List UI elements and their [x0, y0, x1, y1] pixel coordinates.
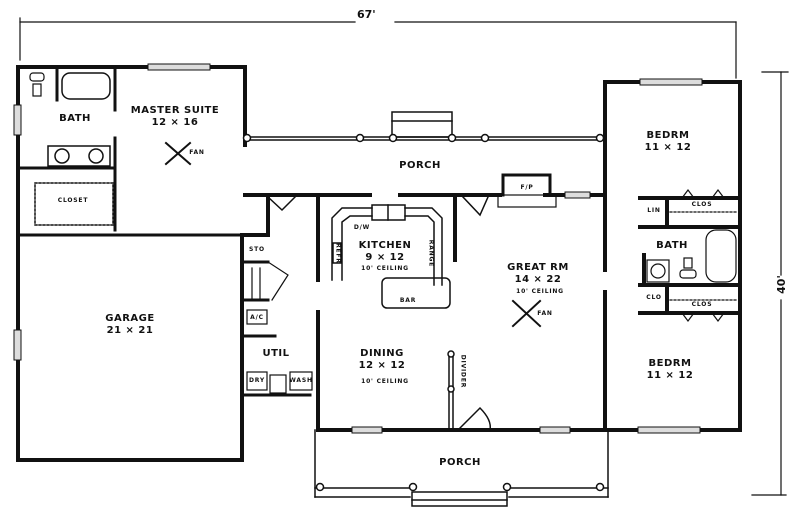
- hall-bath-label: BATH: [656, 240, 688, 251]
- front-porch-label: PORCH: [439, 457, 481, 468]
- front-porch-outline: [314, 429, 609, 507]
- fan-icon-master: [164, 141, 192, 166]
- dimension-depth: [751, 71, 789, 496]
- dining-label: DINING 12 × 12: [358, 348, 406, 371]
- bedroom-2-label: BEDRM 11 × 12: [646, 358, 694, 381]
- closet-lower-label: CLOS: [691, 301, 713, 308]
- great-room-fan-label: FAN: [537, 310, 553, 317]
- kitchen-ceiling-label: 10' CEILING: [361, 265, 409, 272]
- bar-label: BAR: [399, 297, 417, 304]
- ac-label: A/C: [250, 314, 264, 321]
- dimension-width: [19, 17, 737, 79]
- range-label: RANGE: [427, 239, 435, 268]
- garage-label: GARAGE 21 × 21: [105, 313, 155, 336]
- master-fan-label: FAN: [189, 149, 205, 156]
- rear-porch-outline: [242, 111, 605, 143]
- kitchen-label: KITCHEN 9 × 12: [358, 240, 412, 263]
- linen-closet-label: LIN: [647, 207, 661, 214]
- dryer-label: DRY: [248, 377, 266, 384]
- master-bath-label: BATH: [59, 113, 91, 124]
- overall-width-label: 67': [357, 8, 376, 21]
- overall-depth-label: 40': [774, 275, 788, 294]
- fireplace-label: F/P: [520, 184, 534, 191]
- refrigerator-label: REFR: [334, 243, 342, 264]
- washer-label: WASH: [289, 377, 313, 384]
- dining-divider: [447, 350, 455, 429]
- storage-label: STO: [249, 246, 265, 253]
- fireplace: [501, 173, 552, 197]
- great-room-label: GREAT RM 14 × 22: [507, 262, 569, 285]
- great-room-ceiling-label: 10' CEILING: [516, 288, 564, 295]
- util-label: UTIL: [262, 348, 290, 359]
- rear-porch-label: PORCH: [399, 160, 441, 171]
- fan-icon-great: [511, 299, 542, 328]
- dining-ceiling-label: 10' CEILING: [361, 378, 409, 385]
- closet-small-label: CLO: [646, 294, 662, 301]
- bedroom-1-label: BEDRM 11 × 12: [644, 130, 692, 153]
- master-closet-label: CLOSET: [57, 197, 89, 204]
- kitchen-counters: [331, 204, 451, 309]
- closet-upper-label: CLOS: [691, 201, 713, 208]
- master-suite-label: MASTER SUITE 12 × 16: [130, 105, 220, 128]
- dishwasher-label: D/W: [353, 224, 371, 231]
- divider-label: DIVIDER: [459, 354, 467, 389]
